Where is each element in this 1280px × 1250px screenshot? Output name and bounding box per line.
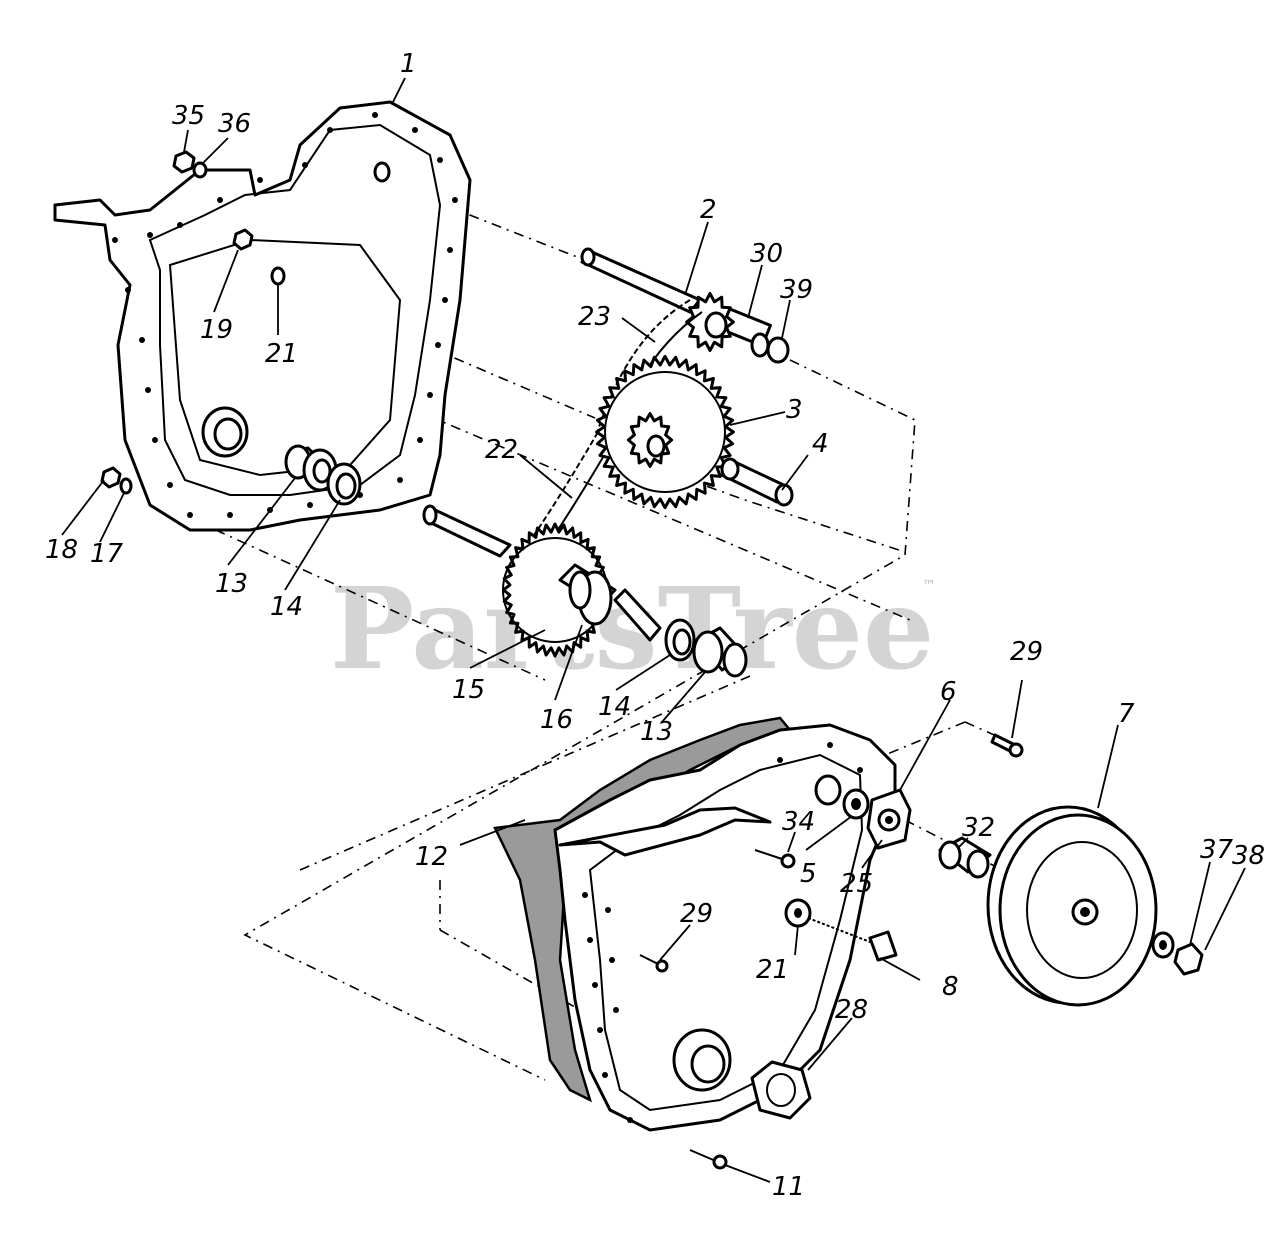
washer-37 <box>1151 931 1175 959</box>
leader-lines <box>61 77 1246 1183</box>
callout-37: 37 <box>1200 835 1234 865</box>
spacer-32 <box>938 836 992 879</box>
washer-36 <box>192 161 208 179</box>
callout-13-left: 13 <box>215 569 248 599</box>
callout-8: 8 <box>942 972 959 1002</box>
callout-5: 5 <box>800 859 817 889</box>
callout-39: 39 <box>780 275 813 305</box>
callout-3: 3 <box>786 395 803 425</box>
bolt-34 <box>754 849 796 869</box>
callout-23: 23 <box>578 302 611 332</box>
callout-34: 34 <box>782 807 815 837</box>
washer-lower <box>664 618 696 662</box>
pulley-7 <box>986 805 1158 1007</box>
callout-29-upper: 29 <box>1010 637 1043 667</box>
callout-28: 28 <box>835 995 868 1025</box>
callouts: 1 2 3 4 5 6 7 8 11 12 13 13 14 14 15 16 … <box>45 49 1265 1202</box>
nut-18 <box>100 466 122 489</box>
callout-6: 6 <box>940 677 957 707</box>
callout-1: 1 <box>400 49 417 79</box>
callout-12: 12 <box>415 842 448 872</box>
callout-35: 35 <box>172 101 205 131</box>
lower-large-sprocket <box>502 522 608 658</box>
washer-17 <box>119 477 133 495</box>
callout-14-lower: 14 <box>598 692 631 722</box>
trademark-symbol: ™ <box>922 578 936 594</box>
callout-18: 18 <box>45 535 78 565</box>
screw-29-lower <box>639 954 669 973</box>
nut-35 <box>172 150 196 174</box>
callout-7: 7 <box>1118 699 1135 729</box>
callout-16: 16 <box>540 705 573 735</box>
washer-21-left <box>270 266 286 286</box>
lower-shaft <box>422 504 662 642</box>
callout-15: 15 <box>452 675 485 705</box>
callout-2: 2 <box>700 195 717 225</box>
callout-13-lower: 13 <box>640 717 673 747</box>
callout-14-left: 14 <box>270 592 303 622</box>
middle-small-sprocket <box>626 412 674 468</box>
right-housing-tab <box>558 806 772 857</box>
callout-25: 25 <box>840 869 873 899</box>
callout-17: 17 <box>90 539 124 569</box>
callout-11: 11 <box>772 1172 805 1202</box>
callout-4: 4 <box>812 429 829 459</box>
washer-left-upper <box>326 462 362 506</box>
nut-19 <box>232 228 254 251</box>
partstree-watermark: PartsTree <box>330 564 934 695</box>
callout-21-right: 21 <box>756 955 789 985</box>
callout-21-left: 21 <box>265 339 298 369</box>
housing-upper-hole <box>373 161 391 183</box>
right-housing <box>493 716 897 1132</box>
left-housing <box>53 100 472 532</box>
bearing-5 <box>842 788 870 820</box>
upper-sprocket <box>685 291 735 353</box>
screw-11 <box>689 1149 728 1170</box>
callout-29-lower: 29 <box>680 899 713 929</box>
bearing-left-upper <box>284 444 338 492</box>
callout-22: 22 <box>485 435 518 465</box>
callout-38: 38 <box>1232 841 1265 871</box>
callout-30: 30 <box>750 239 783 269</box>
bearing-lower <box>692 626 748 678</box>
bolt-8 <box>807 917 898 962</box>
nut-38 <box>1173 942 1204 976</box>
middle-spacer <box>720 457 794 507</box>
callout-32: 32 <box>962 813 995 843</box>
nut-28 <box>750 1060 812 1120</box>
callout-36: 36 <box>218 109 251 139</box>
screw-29-upper <box>990 733 1024 758</box>
bearing-flange-6 <box>866 788 912 850</box>
callout-19: 19 <box>200 315 233 345</box>
washer-21-right <box>784 898 812 928</box>
